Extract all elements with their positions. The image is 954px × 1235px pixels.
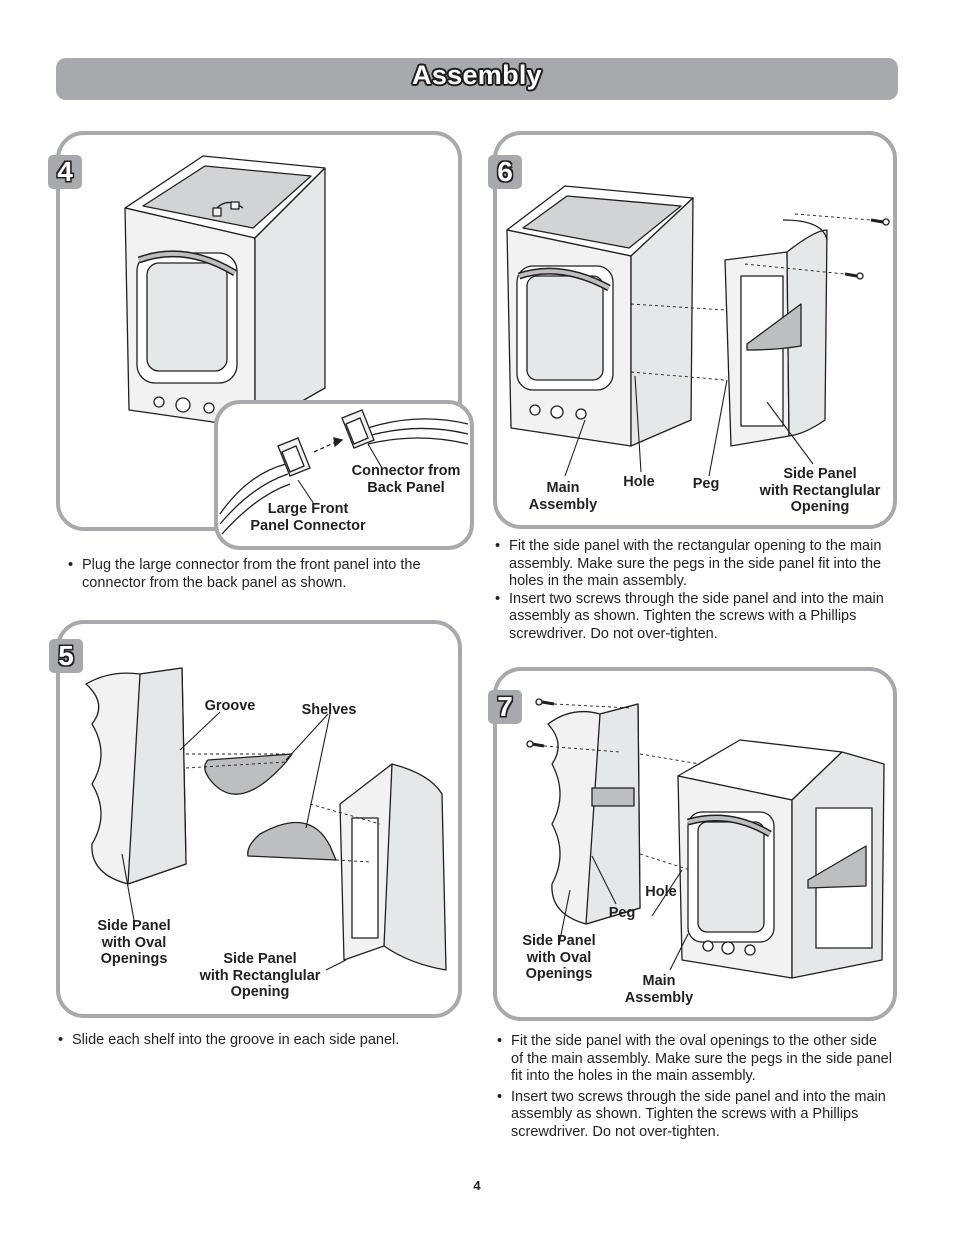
step-6-bullet-1: Fit the side panel with the rectangular … [495, 538, 891, 591]
label-side-panel-oval: Side Panel with Oval Openings [522, 933, 596, 982]
label-hole: Hole [645, 884, 677, 900]
step-5-illustration [85, 667, 447, 971]
label-groove: Groove [204, 698, 256, 714]
label-large-front-panel-connector: Large Front Panel Connector [250, 501, 366, 534]
label-main-assembly: Main Assembly [624, 973, 694, 1006]
label-connector-from-back-panel: Connector from Back Panel [351, 463, 461, 496]
step-7-bullet-1: Fit the side panel with the oval opening… [497, 1033, 893, 1086]
step-5-badge: 5 [49, 639, 83, 673]
step-4-badge: 4 [48, 155, 82, 189]
label-peg: Peg [608, 905, 636, 921]
section-banner: Assembly [56, 58, 898, 100]
label-side-panel-rect: Side Panel with Rectanglular Opening [759, 466, 881, 515]
step-4-illustration [124, 155, 326, 429]
connector-detail-inset [214, 400, 474, 550]
page-title: Assembly [412, 60, 542, 90]
step-6-instructions: Fit the side panel with the rectangular … [495, 538, 891, 643]
step-7-illustration [526, 698, 885, 979]
step-5-instructions: Slide each shelf into the groove in each… [58, 1032, 458, 1050]
step-4-bullet-1: Plug the large connector from the front … [68, 557, 460, 592]
step-7-badge: 7 [488, 690, 522, 724]
step-7-instructions: Fit the side panel with the oval opening… [497, 1033, 893, 1141]
label-side-panel-oval: Side Panel with Oval Openings [97, 918, 171, 967]
step-4-instructions: Plug the large connector from the front … [68, 557, 460, 592]
label-main-assembly: Main Assembly [528, 480, 598, 513]
label-shelves: Shelves [301, 702, 357, 718]
connector-detail-illustration [219, 409, 469, 535]
step-5-bullet-1: Slide each shelf into the groove in each… [58, 1032, 458, 1050]
step-6-illustration [506, 185, 890, 477]
label-side-panel-rect: Side Panel with Rectanglular Opening [199, 951, 321, 1000]
step-6-bullet-2: Insert two screws through the side panel… [495, 591, 891, 644]
step-7-bullet-2: Insert two screws through the side panel… [497, 1089, 893, 1142]
step-6-badge: 6 [488, 155, 522, 189]
page-number: 4 [473, 1178, 481, 1193]
label-peg: Peg [692, 476, 720, 492]
label-hole: Hole [623, 474, 655, 490]
